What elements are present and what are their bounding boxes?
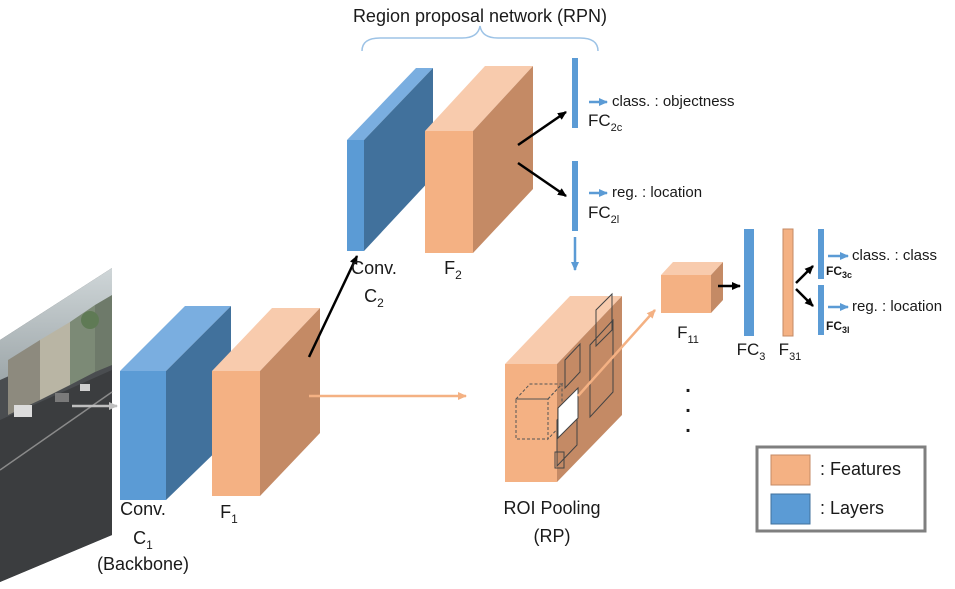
svg-text:C2: C2: [364, 286, 384, 310]
fc2c-label: FC2c: [588, 111, 623, 134]
legend-layers-label: : Layers: [820, 498, 884, 518]
street-scene-photo-icon: [0, 268, 113, 582]
fc3-layer-bar: [744, 229, 754, 336]
f1-label: F1: [220, 502, 238, 526]
arrow-f31-to-fc3l: [795, 288, 814, 307]
f2-label: F2: [444, 258, 462, 282]
f31-label: F31: [779, 340, 802, 363]
fc3-label: FC3: [737, 340, 766, 363]
svg-text:.: .: [685, 395, 691, 417]
svg-text:.: .: [685, 375, 691, 397]
fc3c-layer-bar: [818, 229, 824, 279]
svg-text:Conv.: Conv.: [120, 499, 166, 519]
arrow-f2-to-fc2l: [517, 161, 567, 198]
arrow-roi-to-f11: [577, 309, 656, 397]
arrow-f1-to-c2: [307, 255, 359, 358]
fc3c-label: FC3c: [826, 264, 852, 280]
arrow-f2-to-fc2c: [517, 110, 567, 147]
fc2l-layer-bar: [572, 161, 578, 231]
fc2c-output-label: class. : objectness: [612, 93, 735, 110]
fc3l-output-label: reg. : location: [852, 298, 942, 315]
conv2-label: Conv. C2: [351, 258, 397, 310]
vertical-ellipsis: . . .: [685, 375, 691, 437]
svg-text:C1: C1: [133, 528, 153, 552]
svg-text:.: .: [685, 415, 691, 437]
legend: : Features : Layers: [755, 445, 927, 533]
roi-pooling-label: ROI Pooling (RP): [503, 498, 600, 546]
fc3c-output-label: class. : class: [852, 247, 937, 264]
legend-layers-swatch: [770, 493, 811, 525]
svg-text:(RP): (RP): [534, 526, 571, 546]
fc3l-layer-bar: [818, 285, 824, 335]
f11-feature-block: [661, 262, 723, 313]
f11-label: F11: [677, 323, 699, 346]
svg-text:ROI Pooling: ROI Pooling: [503, 498, 600, 518]
svg-text:Conv.: Conv.: [351, 258, 397, 278]
f31-feature-bar: [782, 228, 794, 337]
fc2l-output-label: reg. : location: [612, 184, 702, 201]
legend-features-label: : Features: [820, 459, 901, 479]
arrow-f31-to-fc3c: [795, 265, 814, 284]
f2-feature-block: [425, 66, 533, 253]
conv2-layer-block: [347, 68, 433, 251]
svg-text:(Backbone): (Backbone): [97, 554, 189, 574]
fc3l-label: FC3l: [826, 319, 850, 335]
rpn-title: Region proposal network (RPN): [353, 6, 607, 26]
roi-pooling-block: [505, 292, 622, 482]
conv1-label: Conv. C1 (Backbone): [97, 499, 189, 574]
fc2c-layer-bar: [572, 58, 578, 128]
f1-feature-block: [212, 308, 320, 496]
fc2l-label: FC2l: [588, 203, 619, 226]
legend-features-swatch: [770, 454, 811, 486]
rpn-brace: [361, 25, 599, 52]
